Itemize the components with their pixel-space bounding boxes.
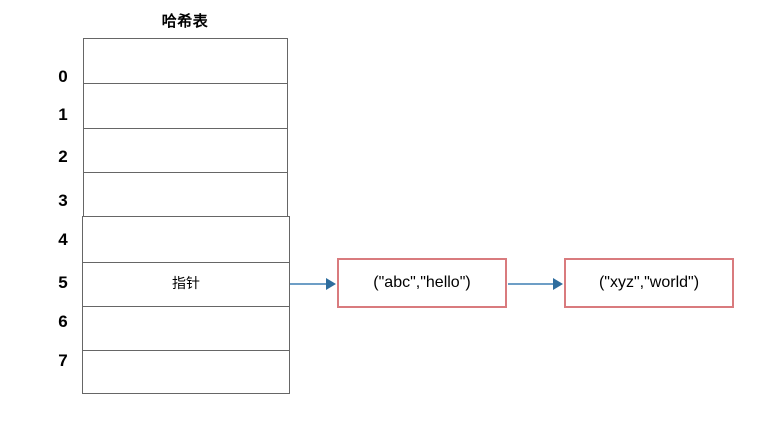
hash-slot-5-pointer[interactable]: 指针 [172, 275, 200, 291]
index-label-3: 3 [58, 191, 68, 210]
page-title: 哈希表 [161, 13, 209, 30]
hash-table-upper-half [83, 38, 288, 218]
index-label-1: 1 [58, 105, 68, 124]
arrow-shaft [290, 283, 328, 285]
hash-slot-7[interactable] [82, 349, 290, 394]
chain-node-0[interactable]: ("abc","hello") [337, 258, 507, 308]
index-label-7: 7 [58, 351, 68, 370]
arrow-node-0-to-node-1 [508, 278, 564, 290]
index-label-6: 6 [58, 312, 68, 331]
hash-table-lower-half [82, 216, 290, 394]
row-divider [84, 128, 287, 129]
hash-slot-0[interactable] [83, 38, 288, 82]
hash-slot-6[interactable] [82, 305, 290, 349]
index-label-2: 2 [58, 147, 68, 166]
row-divider [84, 172, 287, 173]
arrow-head-icon [553, 278, 563, 290]
arrow-slot5-to-node-0 [290, 278, 337, 290]
arrow-shaft [508, 283, 555, 285]
hash-slot-1[interactable] [83, 82, 288, 127]
chain-node-1[interactable]: ("xyz","world") [564, 258, 734, 308]
index-label-5: 5 [58, 273, 68, 292]
index-label-0: 0 [58, 67, 68, 86]
row-divider [83, 262, 289, 263]
row-divider [83, 350, 289, 351]
hash-slot-4[interactable] [82, 216, 290, 261]
index-label-4: 4 [58, 230, 68, 249]
row-divider [84, 83, 287, 84]
hash-slot-3[interactable] [83, 171, 288, 216]
arrow-head-icon [326, 278, 336, 290]
row-divider [83, 306, 289, 307]
hash-slot-2[interactable] [83, 127, 288, 171]
